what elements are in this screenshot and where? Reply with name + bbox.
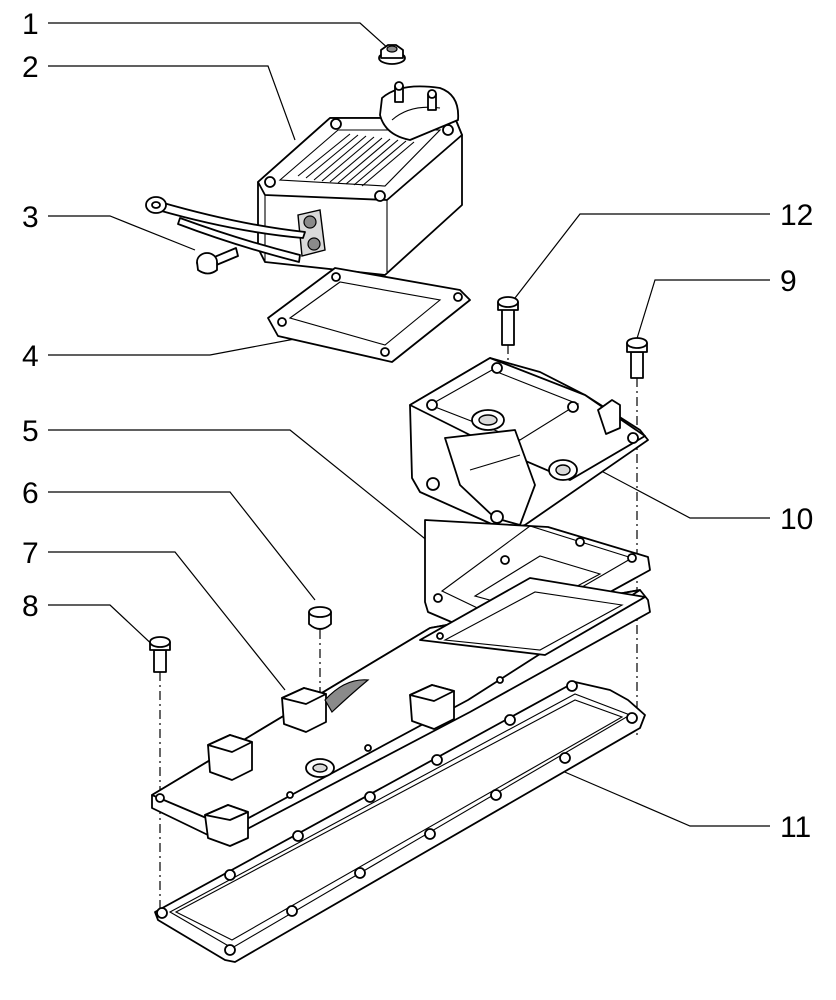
- leader-9: [634, 279, 770, 346]
- housing-screw-part: [626, 337, 648, 379]
- plug-part: [308, 606, 332, 630]
- inlet-housing-part: [409, 357, 649, 531]
- leader-10: [589, 464, 770, 519]
- callout-1: 1: [22, 8, 39, 41]
- callout-numbers: 1 2 3 4 5 6 7 8 9 10 11 12: [22, 8, 813, 844]
- housing-screw-small-part: [497, 296, 519, 346]
- heater-gasket-part: [267, 267, 471, 363]
- intake-manifold-cover-part: [151, 577, 651, 847]
- callout-12: 12: [780, 199, 813, 232]
- leader-4: [48, 337, 301, 356]
- leader-lines: [48, 22, 770, 827]
- callout-5: 5: [22, 415, 39, 448]
- leader-8: [48, 604, 159, 651]
- callout-7: 7: [22, 537, 39, 570]
- leader-12: [514, 213, 770, 299]
- flange-nut-part: [378, 44, 406, 65]
- heater-unit-part: [145, 81, 463, 276]
- cover-screw-part: [149, 636, 171, 673]
- bolt-part: [196, 247, 239, 275]
- callout-11: 11: [780, 811, 811, 844]
- leader-2: [48, 65, 296, 141]
- leader-3: [48, 215, 196, 251]
- callout-8: 8: [22, 590, 39, 623]
- callout-4: 4: [22, 340, 39, 373]
- callout-6: 6: [22, 477, 39, 510]
- leader-6: [48, 491, 316, 601]
- leader-7: [48, 551, 286, 691]
- leader-5: [48, 429, 471, 576]
- cover-gasket-part: [154, 680, 646, 963]
- leader-11: [559, 769, 770, 827]
- callout-3: 3: [22, 201, 39, 234]
- leader-1: [48, 22, 391, 51]
- callout-10: 10: [780, 503, 813, 536]
- callout-9: 9: [780, 265, 797, 298]
- callout-2: 2: [22, 51, 39, 84]
